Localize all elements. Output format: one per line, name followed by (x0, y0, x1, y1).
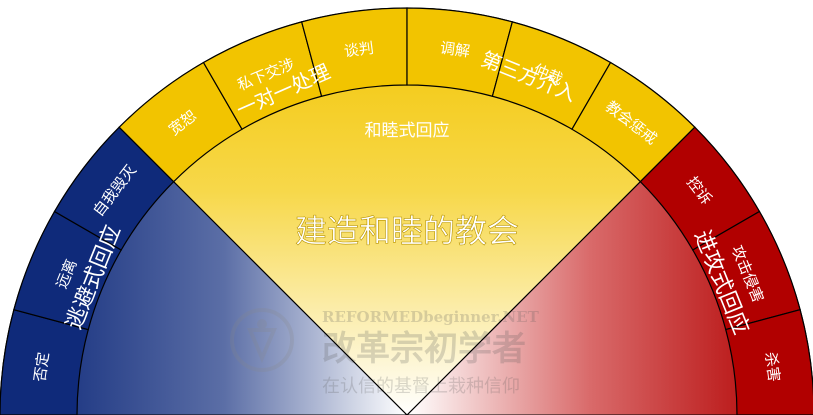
red-band-cell (725, 308, 813, 415)
watermark-brand-cn: 改革宗初学者 (322, 329, 526, 369)
yellow-band-label: 谈判 (343, 39, 375, 61)
dividers (173, 181, 641, 415)
sector-divider (406, 181, 641, 415)
watermark-brand-en: REFORMEDbeginner.NET (322, 308, 540, 326)
watermark-tagline: 在认信的基督上栽种信仰 (322, 376, 520, 397)
sector-divider (173, 181, 408, 415)
peacemaking-label: 和睦式回应 (365, 121, 450, 141)
outer-band: 否定远离自我毁灭宽恕私下交涉谈判调解仲裁教会惩戒控诉攻击侵害杀害 (0, 7, 813, 415)
red-band-label: 杀害 (761, 351, 783, 383)
blue-band-label: 否定 (31, 351, 53, 383)
center-title: 建造和睦的教会 (295, 212, 519, 250)
yellow-band-label: 调解 (439, 39, 471, 61)
watermark: REFORMEDbeginner.NET 改革宗初学者 在认信的基督上栽种信仰 (230, 308, 540, 397)
watermark-logo-icon (230, 308, 294, 372)
